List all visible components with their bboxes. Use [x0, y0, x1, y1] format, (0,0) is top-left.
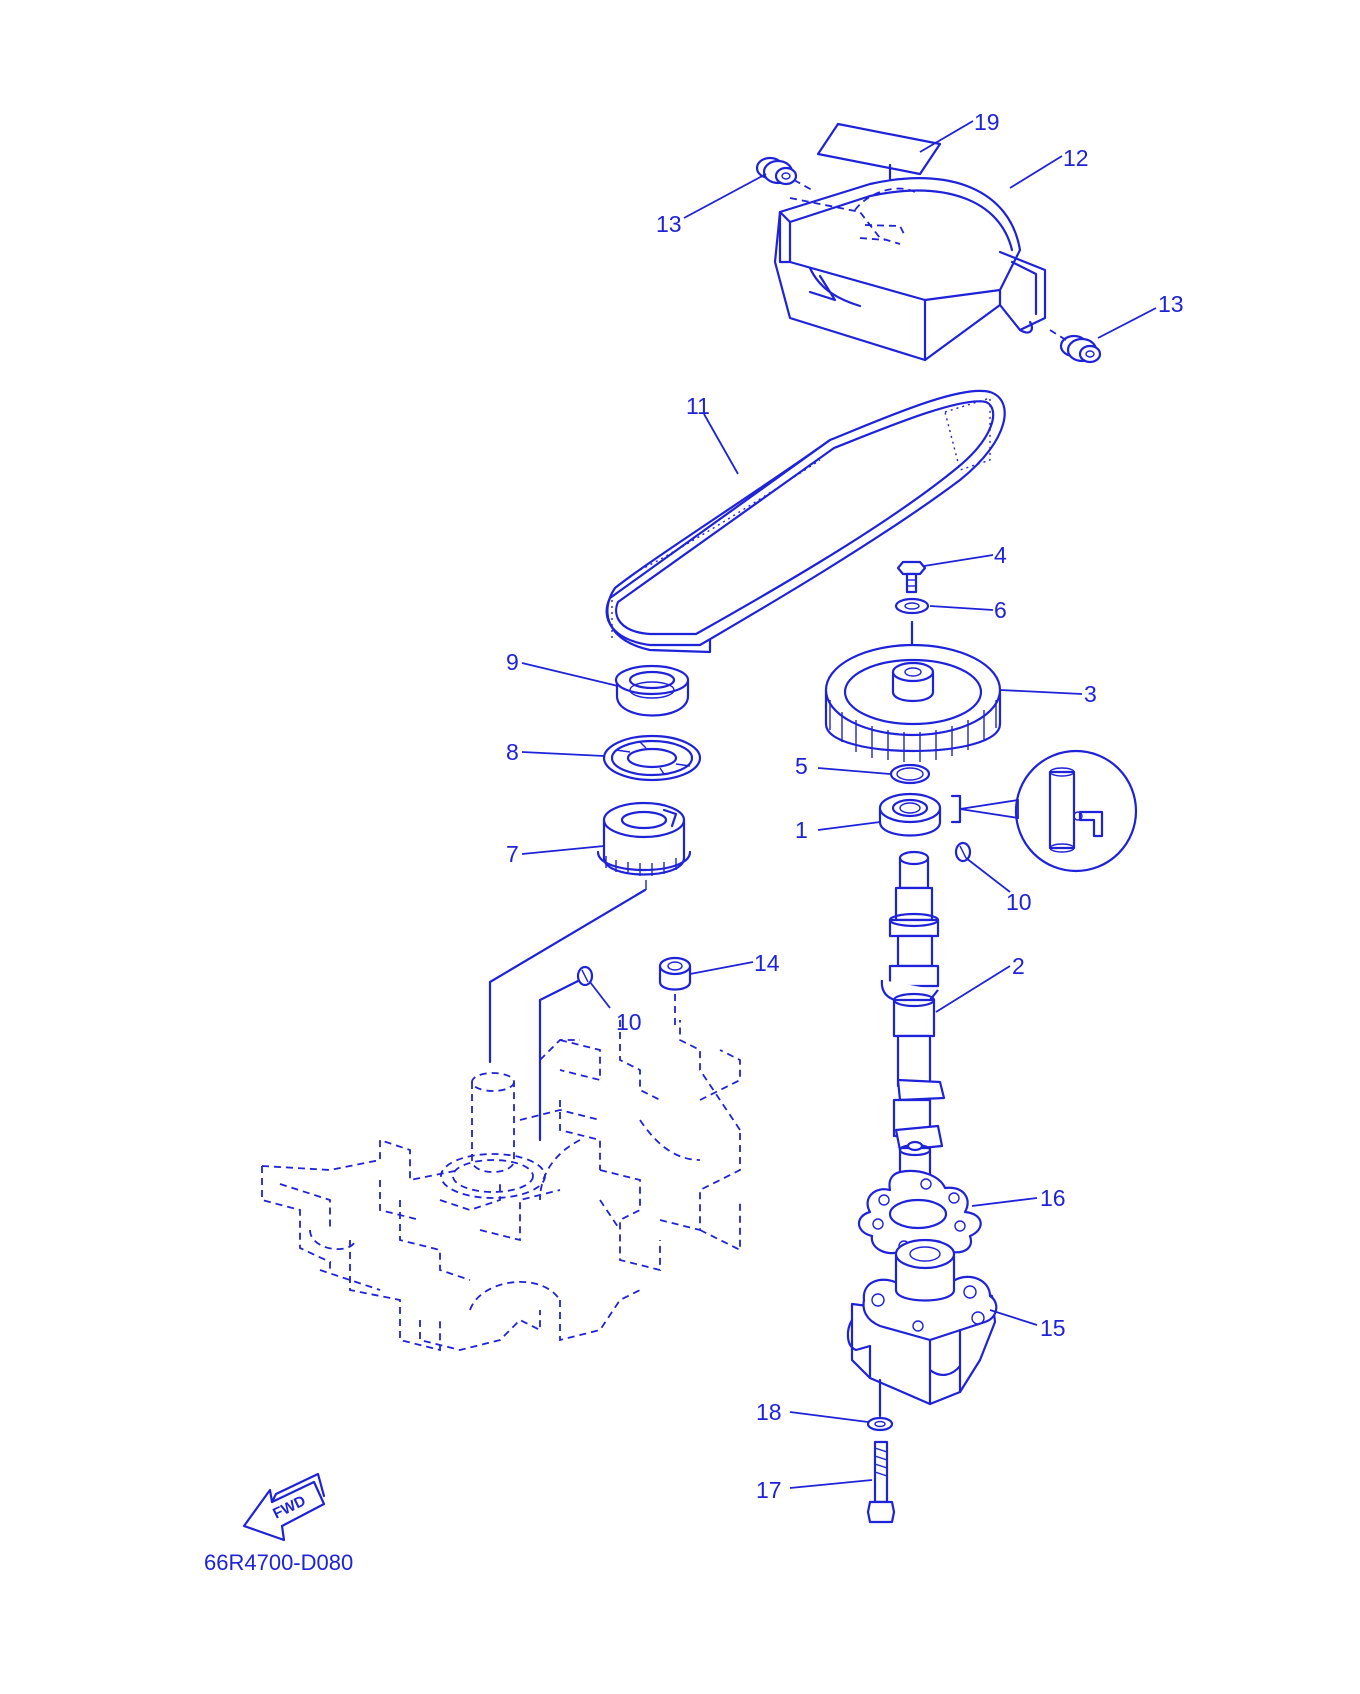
callout-1: 1	[795, 817, 808, 843]
part-13-grommet-left	[755, 156, 813, 191]
part-7-crank-pulley	[596, 801, 692, 890]
callout-15: 15	[1040, 1315, 1066, 1341]
callout-8: 8	[506, 739, 519, 765]
cylinder-block	[261, 1020, 741, 1352]
leader-lines	[521, 120, 1157, 1489]
part-1-oil-seal	[878, 792, 962, 837]
callout-5: 5	[795, 753, 808, 779]
part-12-belt-cover	[773, 177, 1047, 362]
part-2-camshaft	[880, 850, 946, 1182]
part-17-bolt	[866, 1440, 896, 1524]
callout-17: 17	[756, 1477, 782, 1503]
part-14-seal	[658, 956, 692, 1030]
part-11-timing-belt	[605, 389, 1006, 654]
part-6-washer	[894, 597, 930, 670]
callout-2: 2	[1012, 953, 1025, 979]
callout-12: 12	[1063, 145, 1089, 171]
callout-10-lower: 10	[616, 1009, 642, 1035]
callout-10-upper: 10	[1006, 889, 1032, 915]
fwd-label: FWD	[270, 1492, 308, 1522]
part-18-washer	[866, 1378, 894, 1432]
callout-9: 9	[506, 649, 519, 675]
part-4-bolt	[896, 560, 927, 594]
crankshaft-journal	[440, 1072, 546, 1199]
callouts: 19 12 13 13 11 4 6 3 9 8 5 1 10 7 2 14 1…	[506, 109, 1184, 1503]
detail-bubble	[959, 749, 1138, 873]
callout-4: 4	[994, 542, 1007, 568]
drawing-code: 66R4700-D080	[204, 1550, 353, 1575]
callout-18: 18	[756, 1399, 782, 1425]
part-13-grommet-right	[1049, 329, 1102, 364]
part-3-camshaft-pulley	[824, 643, 1002, 762]
callout-7: 7	[506, 841, 519, 867]
callout-13-right: 13	[1158, 291, 1184, 317]
part-5-o-ring	[889, 763, 931, 785]
callout-11: 11	[686, 393, 710, 419]
alignment-lines	[488, 888, 647, 1142]
part-15-oil-pump	[846, 1238, 998, 1406]
callout-6: 6	[994, 597, 1007, 623]
callout-3: 3	[1084, 681, 1097, 707]
callout-13-left: 13	[656, 211, 682, 237]
callout-19: 19	[974, 109, 1000, 135]
part-9-oil-seal	[614, 664, 690, 717]
part-8-thrust-plate	[602, 734, 702, 782]
callout-16: 16	[1040, 1185, 1066, 1211]
part-10-dowel-pin-lower	[576, 965, 594, 987]
callout-14: 14	[754, 950, 780, 976]
fwd-arrow-icon: FWD	[242, 1472, 326, 1542]
part-10-dowel-pin-upper	[954, 841, 972, 863]
